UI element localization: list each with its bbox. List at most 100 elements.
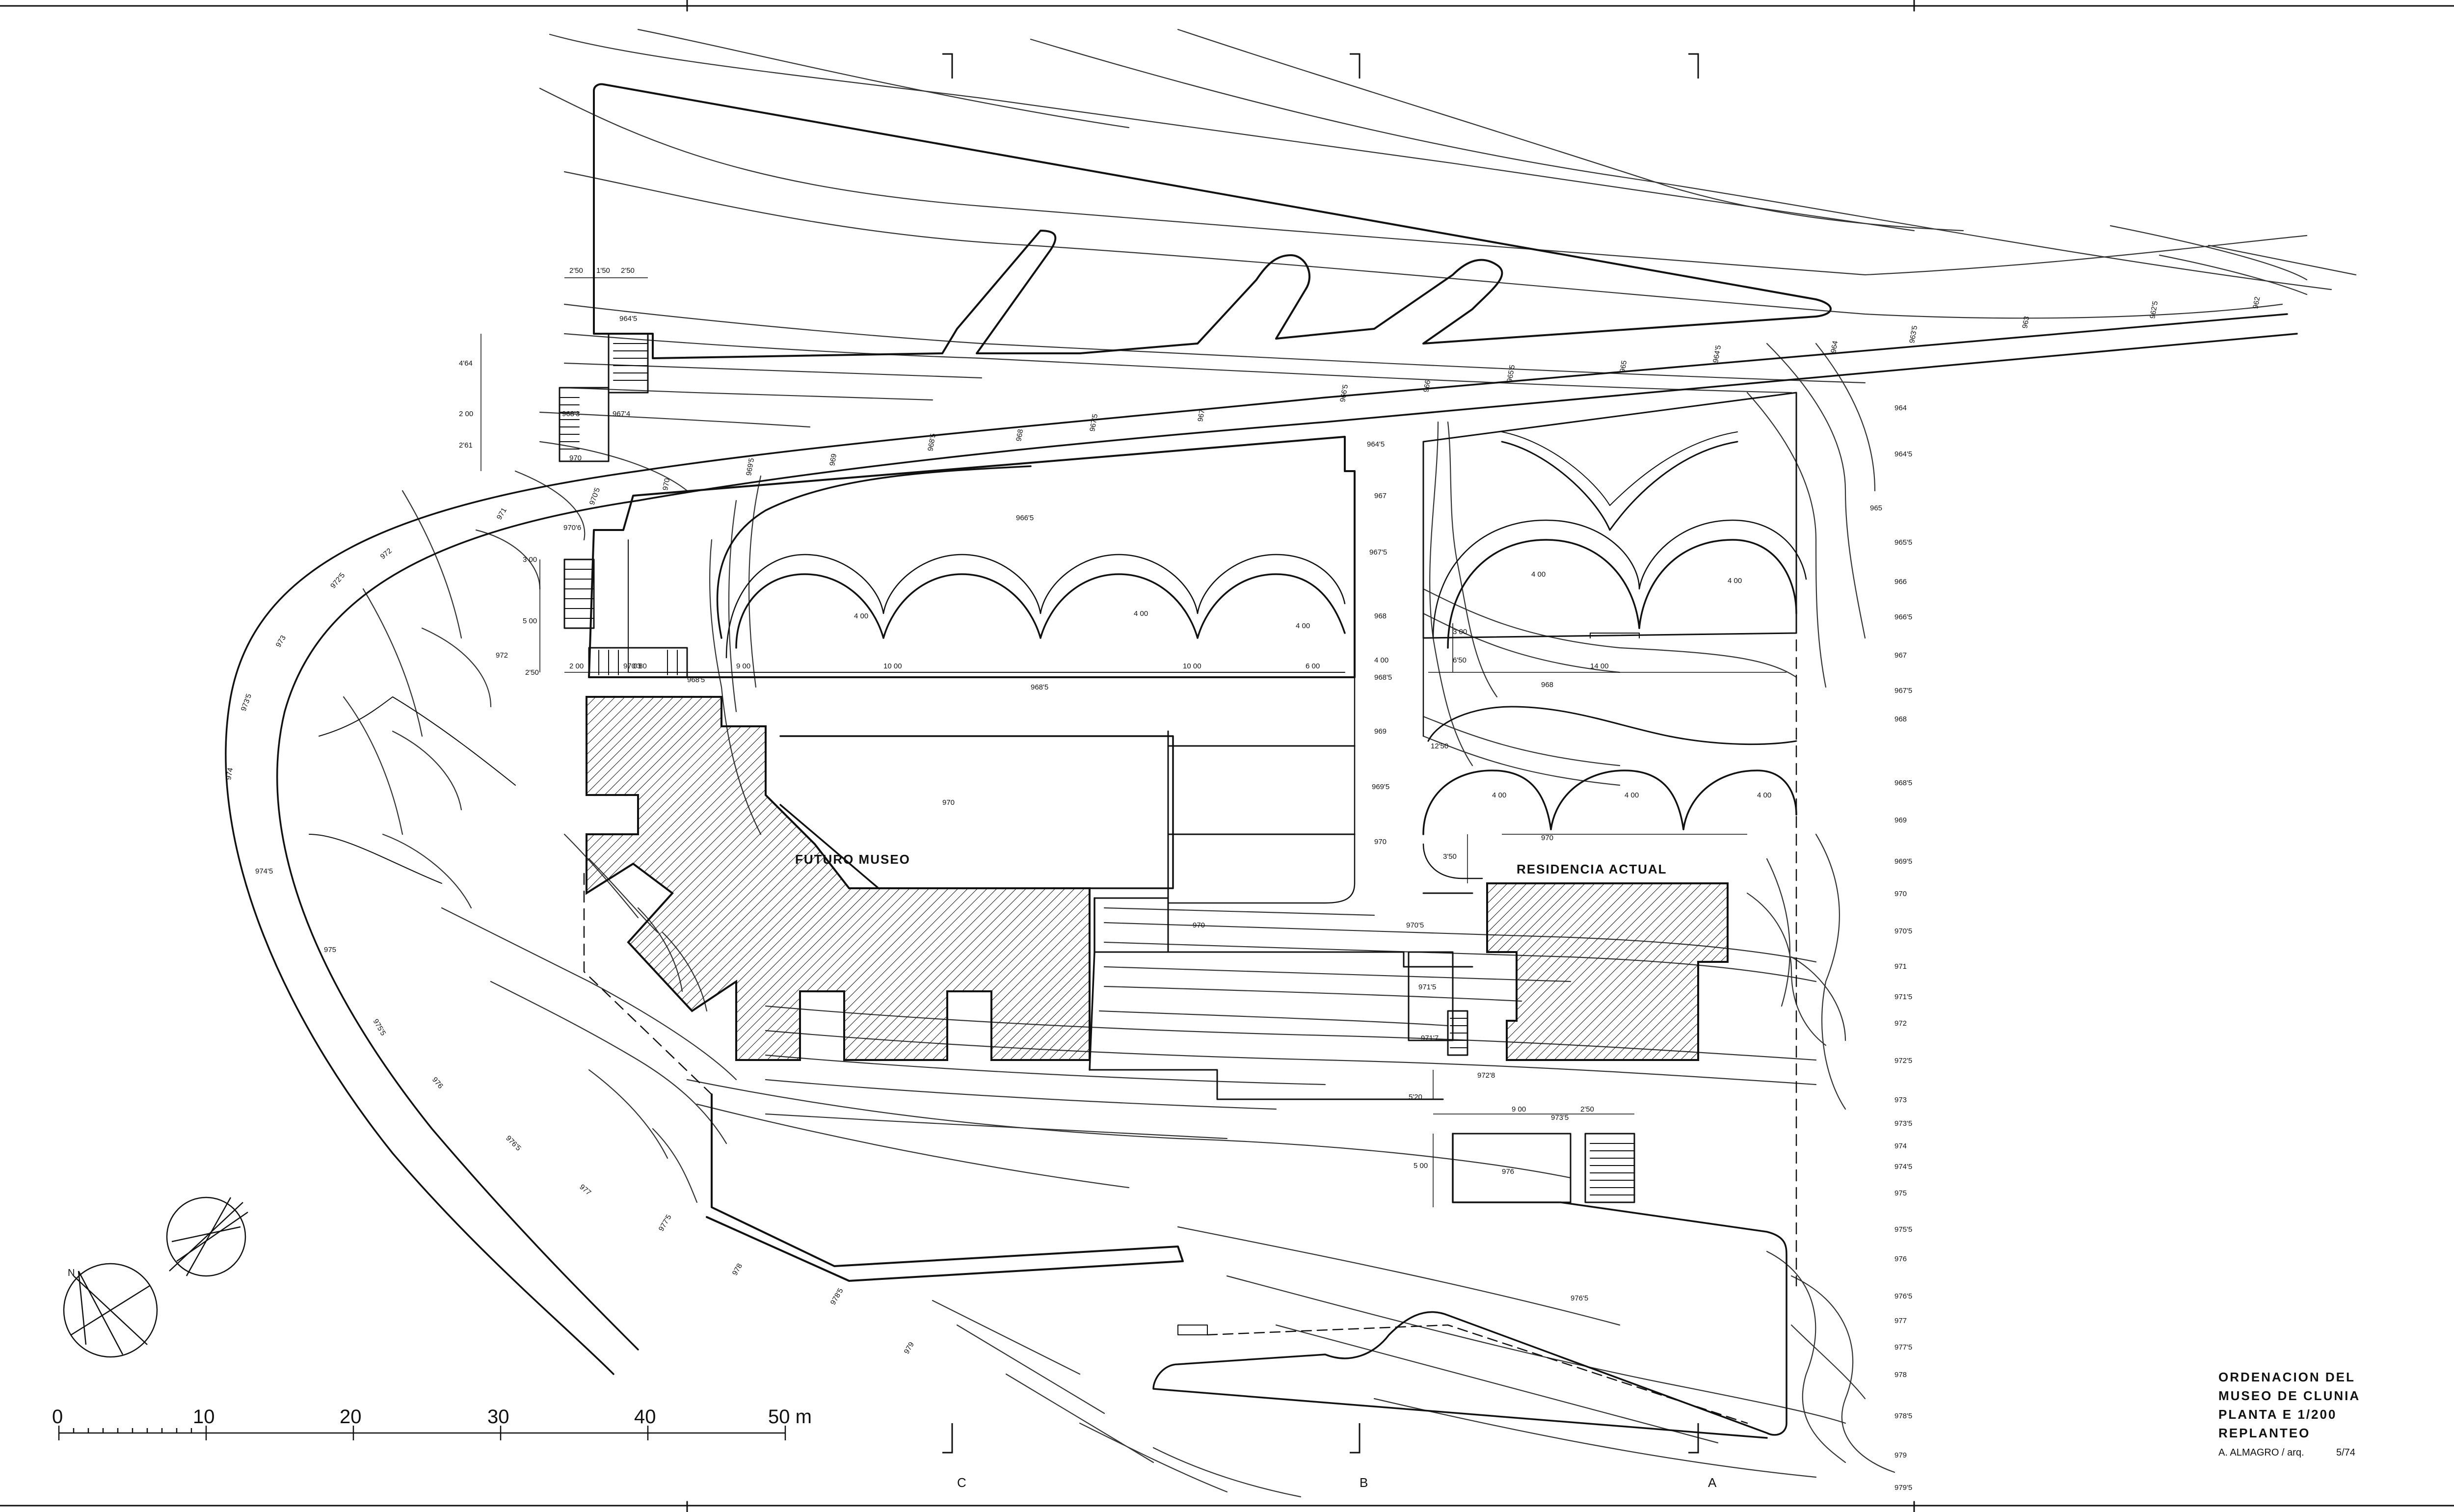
dim: 2'61 [459, 441, 473, 450]
elev-t: 966 [1422, 379, 1432, 393]
elev-t: 962 [2251, 296, 2262, 310]
level: 968'5 [687, 676, 705, 684]
scale-tick-50: 50 m [768, 1406, 812, 1428]
level: 968 [1374, 612, 1387, 620]
scale-tick-20: 20 [340, 1406, 362, 1428]
dim: 3 00 [1453, 628, 1467, 636]
arches-east-lower [1422, 706, 1797, 879]
dim: 2'50 [569, 266, 583, 275]
dim: 10 00 [883, 662, 902, 670]
elev-l: 977 [578, 1183, 592, 1197]
dim: 4 00 [1728, 577, 1742, 585]
level: 970'6 [563, 524, 581, 532]
title-line-3: PLANTA E 1/200 [2218, 1407, 2337, 1422]
elev-t: 969 [828, 453, 838, 467]
section-marker-c-top [942, 53, 953, 79]
title-block: ORDENACION DEL MUSEO DE CLUNIA PLANTA E … [2218, 1370, 2359, 1458]
section-marker-c-bottom [942, 1423, 953, 1454]
elev-r: 965'5 [1894, 538, 1912, 547]
arches-east-upper [1432, 431, 1807, 649]
elev-r: 977'5 [1894, 1343, 1912, 1352]
dim: 3 00 [523, 556, 537, 564]
elev-r: 974 [1894, 1142, 1907, 1150]
south-terrace [706, 1093, 1787, 1439]
compass-rose-small [166, 1196, 248, 1277]
elev-t: 968 [1014, 428, 1025, 442]
elev-l: 974 [224, 767, 235, 781]
elev-t: 962'5 [2148, 300, 2160, 319]
elev-r: 969 [1894, 816, 1907, 824]
elev-l: 976 [430, 1076, 445, 1090]
dim: 4 00 [1625, 791, 1639, 799]
elev-r: 979'5 [1894, 1484, 1912, 1492]
elev-r: 968'5 [1894, 779, 1912, 787]
dim: 4 00 [1492, 791, 1506, 799]
central-paths [1089, 730, 1473, 1100]
elev-r: 966 [1894, 578, 1907, 586]
level: 966'5 [1016, 514, 1034, 522]
level: 972'8 [1477, 1071, 1495, 1080]
arches-west [716, 465, 1346, 659]
elev-l: 975'5 [372, 1018, 388, 1037]
dim: 9 00 [1512, 1105, 1526, 1114]
elev-t: 965 [1618, 360, 1628, 373]
level: 968'3 [562, 410, 580, 418]
elev-l: 972'5 [329, 571, 347, 590]
level: 968'5 [1031, 683, 1048, 691]
elev-l: 979 [903, 1341, 916, 1355]
elev-r: 968 [1894, 715, 1907, 723]
elev-r: 967 [1894, 651, 1907, 660]
scale-tick-10: 10 [193, 1406, 215, 1428]
elev-t: 967'5 [1088, 413, 1099, 432]
level: 971'5 [1418, 983, 1436, 991]
elev-r: 977 [1894, 1317, 1907, 1325]
elev-l: 977'5 [657, 1213, 673, 1233]
dim: 14 00 [1590, 662, 1609, 670]
museum-courtyard [779, 735, 1174, 1071]
dimension-lines [480, 277, 1787, 1207]
spot-levels: 964'5 967'4 968'3 970 970'6 972 970'3 96… [496, 315, 1588, 1302]
section-marker-b-bottom [1350, 1423, 1360, 1454]
elev-r: 972'5 [1894, 1057, 1912, 1065]
level: 970'5 [1406, 921, 1424, 929]
scale-bar [58, 1426, 786, 1440]
elev-l: 973 [274, 634, 288, 649]
elev-t: 970 [661, 477, 671, 491]
dim: 0'80 [633, 662, 647, 670]
elev-r: 964 [1894, 404, 1907, 412]
elev-l: 978'5 [829, 1287, 845, 1306]
level: 970 [569, 454, 582, 462]
dim: 4 00 [1134, 610, 1148, 618]
dim: 4 00 [1296, 622, 1310, 630]
dim: 9 00 [736, 662, 750, 670]
stairs-north [559, 333, 649, 629]
level: 968'5 [1374, 673, 1392, 682]
level: 964'5 [619, 315, 637, 323]
title-date: 5/74 [2336, 1447, 2355, 1458]
dim: 6 00 [1306, 662, 1320, 670]
level: 970 [1541, 834, 1553, 842]
elev-l: 975 [324, 946, 336, 954]
dim: 4 00 [854, 612, 868, 620]
level: 967'5 [1369, 548, 1387, 557]
elev-r: 976'5 [1894, 1292, 1912, 1300]
level: 973'5 [1551, 1114, 1569, 1122]
hillside-outline [309, 696, 516, 884]
section-label-b: B [1360, 1475, 1368, 1490]
level: 968 [1541, 681, 1553, 689]
section-label-a: A [1708, 1475, 1717, 1490]
section-marker-b-top [1350, 53, 1360, 79]
level: 970 [1374, 838, 1387, 846]
elev-t: 967 [1196, 409, 1206, 423]
level: 971'7 [1421, 1034, 1439, 1042]
dim: 2 00 [459, 410, 473, 418]
label-futuro-museo: FUTURO MUSEO [795, 852, 910, 867]
contour-lines [343, 28, 2357, 1498]
section-marker-a-top [1688, 53, 1699, 79]
access-road [225, 313, 2298, 1375]
dim: 5 00 [1414, 1162, 1428, 1170]
elev-r: 966'5 [1894, 613, 1912, 621]
dim: 4'64 [459, 359, 473, 368]
dim: 5 00 [523, 617, 537, 625]
